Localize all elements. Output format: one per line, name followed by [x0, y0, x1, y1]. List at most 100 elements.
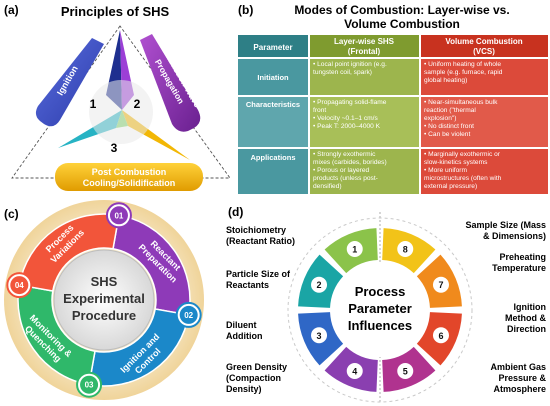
parameter-number-badge-5 — [397, 362, 414, 379]
param5-line3: Atmosphere — [493, 384, 546, 394]
panel-a-tag: (a) — [4, 3, 19, 17]
parameter-number-2: 2 — [317, 280, 322, 290]
panel-c-tag: (c) — [4, 207, 19, 221]
parameter-number-badge-2 — [311, 276, 328, 293]
d-center-line2: Parameter — [348, 301, 412, 316]
param2-line2: Reactants — [226, 280, 269, 290]
center-label-line2: Experimental — [63, 291, 145, 306]
param3-line2: Addition — [226, 331, 263, 341]
step-number-3: 3 — [111, 141, 118, 155]
param5-line2: Pressure & — [498, 373, 546, 383]
step-number-4: 04 — [15, 281, 24, 290]
row2-frontal-line: • Peak T: 2000–4000 K — [313, 123, 381, 130]
row3-param-cell — [238, 149, 308, 194]
param8-line1: Sample Size (Mass — [465, 220, 546, 230]
center-disc-d — [333, 263, 427, 357]
row3-volume-line: • More uniform — [424, 167, 467, 174]
row3-volume-line: slow-kinetics systems — [424, 159, 488, 166]
row3-volume-line: external pressure) — [424, 183, 477, 190]
header-volume-line1: Volume Combustion — [445, 37, 522, 46]
param6-line2: Method & — [505, 313, 546, 323]
step-badge-fill-2 — [179, 305, 198, 324]
row2-volume-line: • No distinct front — [424, 123, 474, 130]
row3-frontal-line: • Porous or layered — [313, 167, 370, 174]
row3-frontal-line: densified) — [313, 183, 342, 190]
ignition-bar: Ignition — [35, 38, 104, 127]
param3-line1: Diluent — [226, 320, 257, 330]
row3-frontal-cell — [310, 149, 419, 194]
d-center-line1: Process — [355, 284, 406, 299]
row3-frontal-line: products (unless post- — [313, 175, 378, 182]
parameter-number-5: 5 — [403, 366, 408, 376]
row3-volume-line: microstructures (often with — [424, 175, 502, 182]
row2-volume-line: • Can be violent — [424, 131, 470, 138]
row2-volume-cell — [421, 97, 548, 147]
panel-a-title: Principles of SHS — [61, 4, 170, 19]
row2-frontal-line: • Velocity ~0.1–1 cm/s — [313, 115, 379, 122]
param4-line3: Density) — [226, 384, 262, 394]
center-disc — [53, 249, 155, 351]
header-volume-line2: (VCS) — [473, 47, 495, 56]
row1-volume-line: • Uniform heating of whole — [424, 61, 501, 68]
param7-line1: Preheating — [499, 252, 546, 262]
parameter-number-4: 4 — [352, 366, 357, 376]
panel-d-tag: (d) — [228, 205, 243, 219]
step-badge-fill-3 — [80, 375, 99, 394]
row3-frontal-line: mixes (carbides, borides) — [313, 159, 387, 166]
row1-frontal-line: tungsten coil, spark) — [313, 69, 372, 76]
row3-param: Applications — [250, 153, 295, 162]
header-frontal-line1: Layer-wise SHS — [334, 37, 395, 46]
param6-line3: Direction — [507, 324, 546, 334]
panel-b-tag: (b) — [238, 3, 253, 17]
step-badge-fill-1 — [109, 206, 128, 225]
param2-line1: Particle Size of — [226, 269, 291, 279]
row1-volume-line: sample (e.g. furnace, rapid — [424, 69, 503, 76]
row1-frontal-cell — [310, 59, 419, 95]
header-frontal-cell — [310, 35, 419, 57]
row2-frontal-cell — [310, 97, 419, 147]
panel-b-title-line2: Volume Combustion — [344, 17, 460, 31]
row2-param-cell — [238, 97, 308, 147]
parameter-number-3: 3 — [317, 331, 322, 341]
row2-frontal-line: front — [313, 107, 326, 114]
parameter-number-8: 8 — [403, 245, 408, 255]
row1-param: Initiation — [257, 73, 289, 82]
row2-frontal-line: • Propagating solid-flame — [313, 99, 387, 106]
row3-volume-cell — [421, 149, 548, 194]
step-number-3: 03 — [85, 381, 94, 390]
row2-param: Characteristics — [246, 100, 300, 109]
parameter-number-7: 7 — [438, 280, 443, 290]
step-number-1: 1 — [90, 97, 97, 111]
parameter-number-badge-1 — [346, 241, 363, 258]
step-number-2: 02 — [184, 311, 193, 320]
step-badge-fill-4 — [10, 276, 29, 295]
row2-volume-line: reaction ("thermal — [424, 107, 476, 114]
param1-line1: Stoichiometry — [226, 225, 286, 235]
header-volume-cell — [421, 35, 548, 57]
center-label-line1: SHS — [91, 274, 118, 289]
row2-volume-line: • Near-simultaneous bulk — [424, 99, 498, 106]
parameter-number-6: 6 — [438, 331, 443, 341]
row2-volume-line: explosion") — [424, 115, 456, 122]
post-combustion-label-line1: Post Combustion — [92, 167, 167, 177]
parameter-number-badge-3 — [311, 327, 328, 344]
param8-line2: & Dimensions) — [483, 231, 546, 241]
header-parameter-cell — [238, 35, 308, 57]
param6-line1: Ignition — [514, 302, 547, 312]
row1-frontal-line: • Local point ignition (e.g. — [313, 61, 387, 68]
header-frontal-line2: (Frontal) — [348, 47, 381, 56]
row1-volume-line: global heating) — [424, 77, 467, 84]
parameter-number-badge-7 — [432, 276, 449, 293]
param4-line1: Green Density — [226, 362, 287, 372]
param4-line2: (Compaction — [226, 373, 281, 383]
d-center-line3: Influences — [348, 318, 412, 333]
dashed-circle-outline — [287, 217, 473, 403]
table-cell-text: • Local point ignition (e.g. tungsten co… — [313, 61, 503, 190]
parameter-number-badge-6 — [432, 327, 449, 344]
param7-line2: Temperature — [492, 263, 546, 273]
